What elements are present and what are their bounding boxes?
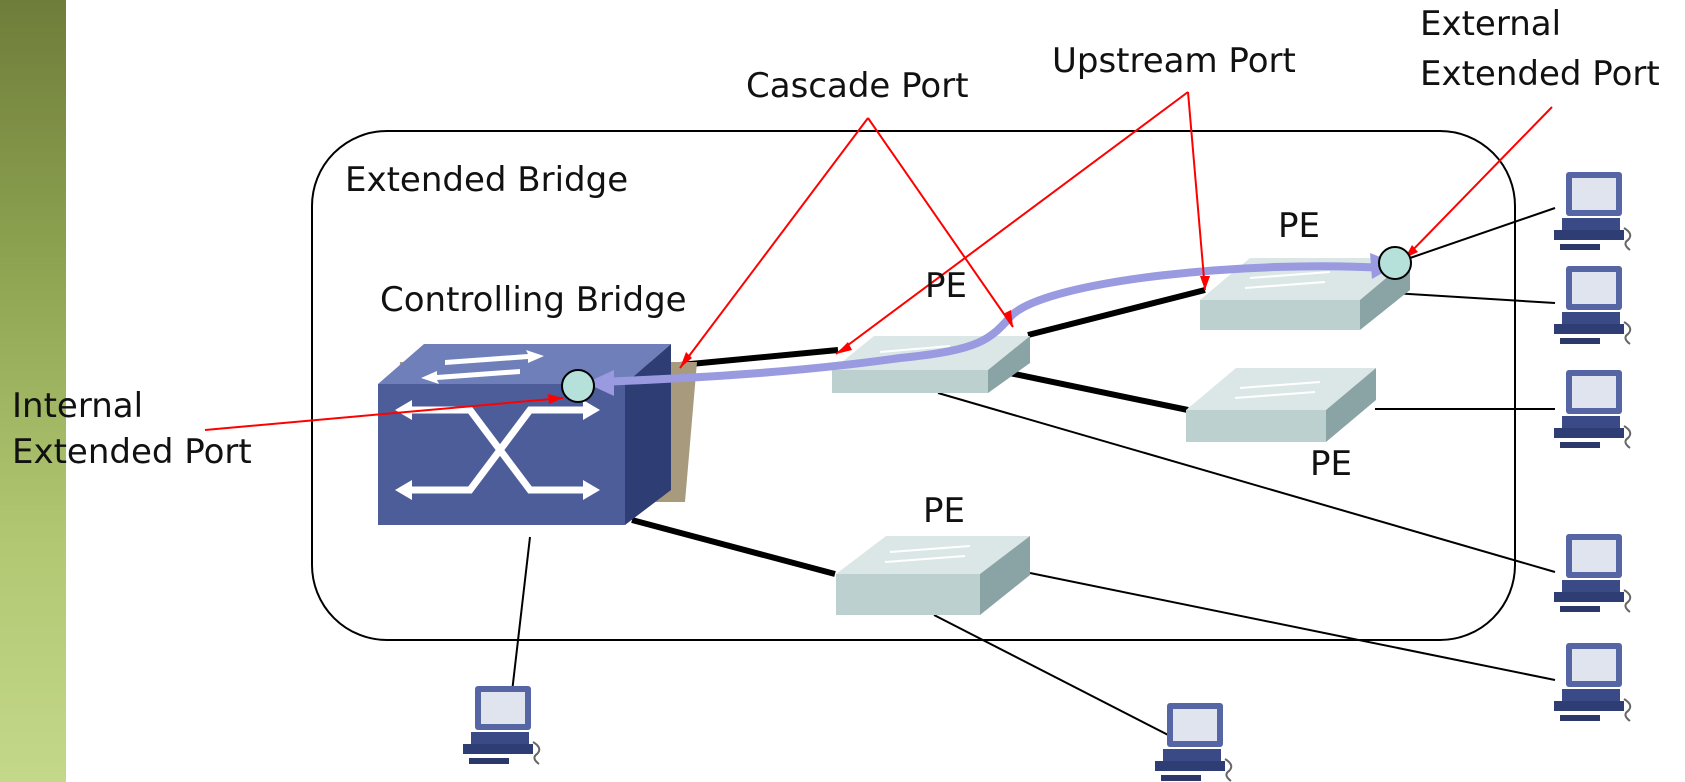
extended-bridge-label: Extended Bridge xyxy=(345,160,629,200)
host-computer-icon xyxy=(462,685,541,765)
host-computer-icon xyxy=(1154,702,1233,782)
host-computer-icon xyxy=(1553,171,1632,251)
annotation-arrowheads xyxy=(548,245,1418,404)
host-computer-icon xyxy=(1553,265,1632,345)
upstream-port-label: Upstream Port xyxy=(1052,41,1296,81)
annotation-lines xyxy=(204,91,1553,431)
controlling-bridge-label: Controlling Bridge xyxy=(380,280,687,320)
internal-extended-port-label-line2: Extended Port xyxy=(12,432,252,472)
pe-switch-bottom xyxy=(836,536,1030,615)
pe-links xyxy=(631,287,1206,577)
host-links xyxy=(511,207,1556,741)
external-extended-port-label-line2: Extended Port xyxy=(1420,54,1660,94)
external-extended-port-marker xyxy=(1378,246,1412,280)
pe-label-center: PE xyxy=(925,266,967,306)
slide-sidebar xyxy=(0,0,66,782)
internal-extended-port-marker xyxy=(561,369,595,403)
pe-switch-right-middle xyxy=(1186,368,1376,442)
external-extended-port-label-line1: External xyxy=(1420,4,1562,44)
host-computer-icon xyxy=(1553,642,1632,722)
internal-extended-port-label-line1: Internal xyxy=(12,386,144,426)
cascade-port-label: Cascade Port xyxy=(746,66,969,106)
host-computer-icon xyxy=(1553,533,1632,613)
host-computer-icon xyxy=(1553,369,1632,449)
pe-label-top-right: PE xyxy=(1278,206,1320,246)
controlling-bridge-icon xyxy=(378,344,697,525)
pe-label-right-middle: PE xyxy=(1310,444,1352,484)
pe-label-bottom: PE xyxy=(923,491,965,531)
